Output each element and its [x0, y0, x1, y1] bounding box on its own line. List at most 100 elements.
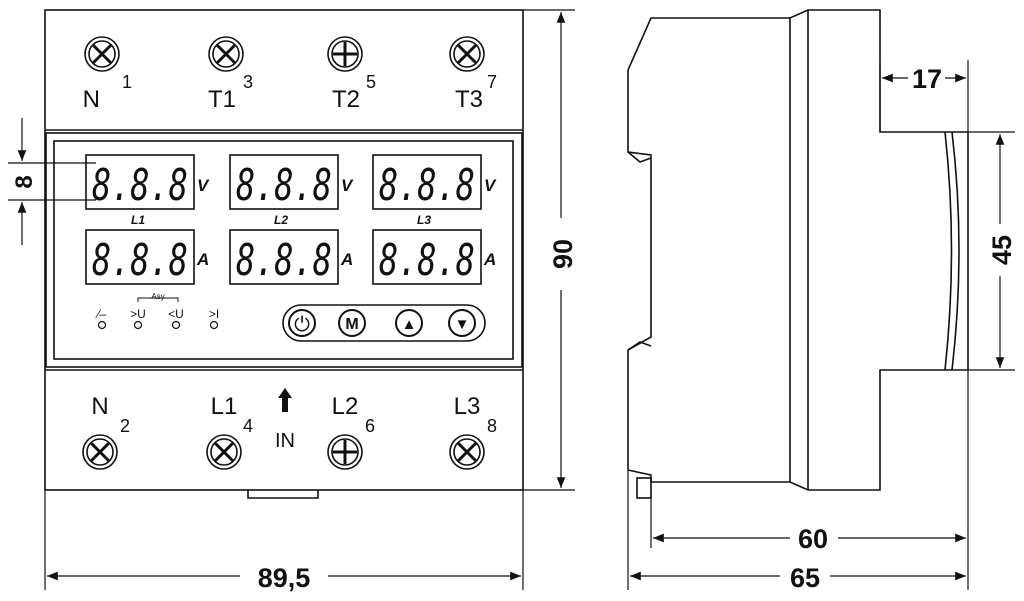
- front-curve: [951, 131, 960, 371]
- display-panel-outer: [45, 132, 523, 368]
- front-dimensions: [8, 9, 575, 590]
- front-housing-outline: [44, 9, 524, 491]
- up-button[interactable]: ▲: [395, 309, 423, 337]
- led-indicators: ⁄– >U <U >I Asy: [95, 292, 219, 330]
- screw-terminal-inner: [453, 40, 481, 68]
- over-current-label: >I: [209, 307, 219, 321]
- rail-latch: [636, 477, 652, 499]
- phase-label: L1: [131, 213, 145, 227]
- voltage-readout: 8.8.8: [236, 160, 332, 211]
- screw-terminal: [84, 36, 120, 72]
- mode-button[interactable]: M: [338, 309, 366, 337]
- step-dimension-label: 17: [912, 64, 942, 94]
- power-button-ring: [288, 309, 316, 337]
- screw-terminal-inner: [331, 438, 359, 466]
- screw-slot: [456, 441, 478, 463]
- button-strip: [282, 304, 486, 342]
- side-view: [627, 9, 969, 499]
- front-dimension-labels: 89,5 90 8: [11, 175, 578, 593]
- terminal-label: L1: [211, 393, 238, 420]
- voltage-unit: V: [484, 176, 497, 195]
- terminal-label: L2: [332, 393, 359, 420]
- screw-terminal-inner: [331, 40, 359, 68]
- screw-terminal: [449, 36, 485, 72]
- din-clip: [247, 490, 319, 499]
- terminal-number: 8: [487, 416, 497, 436]
- display-readouts: 8.8.8 8.8.8 8.8.8 8.8.8 8.8.8 8.8.8 V V …: [92, 160, 497, 286]
- terminal-number: 6: [365, 416, 375, 436]
- terminal-label: N: [91, 393, 108, 420]
- phase-label: L3: [417, 213, 431, 227]
- status-led: [209, 320, 219, 330]
- front-curve: [944, 131, 953, 371]
- screw-terminal: [327, 36, 363, 72]
- bottom-terminals: [82, 434, 485, 470]
- side-dimensions: [627, 60, 1015, 590]
- top-terminals: [84, 36, 485, 72]
- current-display-l2: [229, 229, 339, 285]
- screw-terminal: [82, 434, 118, 470]
- current-display-l3: [372, 229, 482, 285]
- terminal-number: 1: [122, 72, 132, 92]
- current-unit: A: [196, 250, 209, 269]
- status-led: [171, 320, 181, 330]
- screw-slot: [89, 441, 111, 463]
- down-arrow-icon: ▼: [455, 316, 470, 333]
- terminal-number: 4: [243, 416, 253, 436]
- status-led: [133, 320, 143, 330]
- voltage-readout: 8.8.8: [379, 160, 475, 211]
- mode-button-ring: [338, 309, 366, 337]
- terminal-number: 7: [487, 72, 497, 92]
- height-dimension-label: 90: [548, 239, 578, 269]
- voltage-unit: V: [197, 176, 210, 195]
- power-icon: ⏻: [294, 314, 310, 336]
- current-readout: 8.8.8: [236, 235, 332, 286]
- power-button[interactable]: ⏻: [288, 309, 316, 337]
- voltage-display-l3: [372, 154, 482, 210]
- down-button[interactable]: ▼: [448, 309, 476, 337]
- width-dimension-label: 89,5: [258, 563, 311, 593]
- terminal-number: 3: [243, 72, 253, 92]
- asymmetry-bracket: [137, 297, 179, 302]
- terminal-label: L3: [454, 393, 481, 420]
- voltage-display-l2: [229, 154, 339, 210]
- current-display-l1: [85, 229, 195, 285]
- top-terminal-labels: N 1 T1 3 T2 5 T3 7: [83, 72, 497, 113]
- side-housing-outline: [627, 9, 969, 491]
- under-voltage-label: <U: [168, 307, 184, 321]
- voltage-unit: V: [341, 176, 354, 195]
- up-button-ring: [395, 309, 423, 337]
- voltage-readout: 8.8.8: [92, 160, 188, 211]
- screw-terminal-inner: [86, 438, 114, 466]
- screw-terminal-inner: [88, 40, 116, 68]
- voltage-display-l1: [85, 154, 195, 210]
- terminal-number: 5: [366, 72, 376, 92]
- screw-slot: [213, 441, 235, 463]
- terminal-label: T3: [455, 86, 483, 113]
- current-readout: 8.8.8: [379, 235, 475, 286]
- body-depth-label: 60: [798, 524, 828, 554]
- terminal-label: N: [83, 86, 100, 113]
- side-dimension-labels: 17 45 60 65: [790, 64, 1017, 593]
- current-unit: A: [483, 250, 496, 269]
- current-readout: 8.8.8: [92, 235, 188, 286]
- screw-slot: [91, 43, 113, 65]
- down-button-ring: [448, 309, 476, 337]
- status-led: [97, 320, 107, 330]
- din-rail-notch: [627, 341, 652, 351]
- bottom-terminal-labels: N 2 L1 4 L2 6 L3 8 IN: [91, 388, 497, 452]
- terminal-label: T2: [332, 86, 360, 113]
- current-unit: A: [340, 250, 353, 269]
- display-windows: [85, 154, 482, 285]
- screw-terminal: [327, 434, 363, 470]
- input-arrow-icon: [278, 388, 292, 412]
- over-voltage-label: >U: [130, 307, 146, 321]
- up-arrow-icon: ▲: [402, 316, 417, 333]
- asymmetry-label: Asy: [151, 292, 164, 301]
- screw-terminal: [206, 434, 242, 470]
- total-depth-label: 65: [790, 563, 820, 593]
- display-panel-inner: [53, 140, 514, 360]
- screw-terminal-inner: [212, 40, 240, 68]
- front-view: [44, 9, 524, 499]
